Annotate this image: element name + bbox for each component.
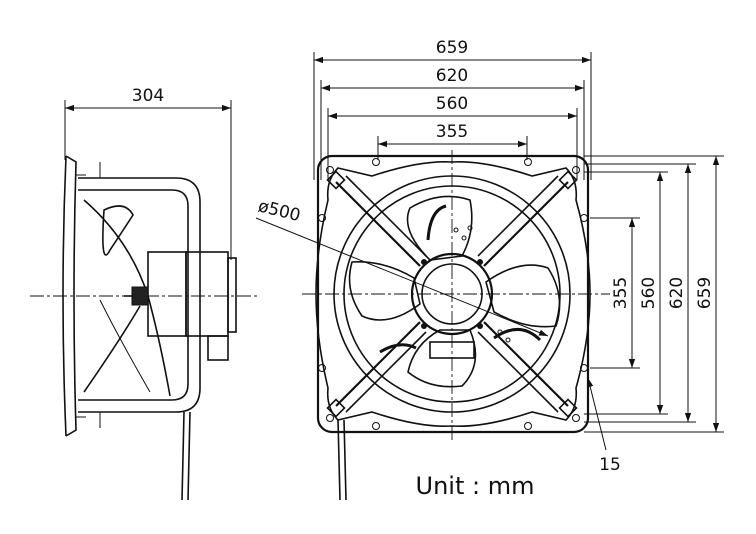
wire-left xyxy=(379,343,417,354)
blade-bottom xyxy=(407,329,477,388)
dimension-overall-width: 659 xyxy=(313,38,592,180)
mounting-holes xyxy=(318,158,588,430)
side-depth-label: 304 xyxy=(132,86,164,106)
motor-housing xyxy=(410,252,494,336)
dimension-height-560: 560 xyxy=(584,171,668,415)
side-cord xyxy=(181,411,185,501)
dimension-mount-width: 620 xyxy=(320,66,585,180)
front-frame-outer xyxy=(316,154,590,434)
overall-width-label: 659 xyxy=(436,38,468,58)
dimension-height-620: 620 xyxy=(584,163,696,423)
side-view: 304 xyxy=(30,86,258,501)
dimension-hole: 15 xyxy=(587,377,621,475)
fan-ring-inner xyxy=(343,185,561,403)
wire-right xyxy=(493,328,542,342)
dimension-height-659: 659 xyxy=(584,155,724,433)
fan-blades xyxy=(348,195,561,388)
blade-left xyxy=(348,261,421,321)
blade-right xyxy=(485,264,561,328)
height-560-label: 560 xyxy=(639,277,659,309)
unit-label: Unit : mm xyxy=(416,472,535,500)
side-blade-upper xyxy=(102,205,134,256)
blade-top xyxy=(406,195,473,261)
blade-diameter-label: ø500 xyxy=(256,196,302,226)
side-flange-outer xyxy=(62,155,67,437)
front-view: 659 620 560 355 355 xyxy=(255,38,724,501)
dimension-hub-width: 355 xyxy=(377,122,528,160)
side-motor-body xyxy=(185,251,229,337)
side-guard-frame xyxy=(78,177,201,413)
side-shaft-hub xyxy=(131,286,149,306)
dimension-blade-diameter: ø500 xyxy=(255,196,549,337)
front-venturi xyxy=(315,160,591,428)
side-motor-front xyxy=(147,251,187,337)
dimension-inner-width: 560 xyxy=(327,94,578,180)
height-659-label: 659 xyxy=(695,277,715,309)
hub-width-label: 355 xyxy=(436,122,468,142)
fan-ring-outer xyxy=(333,175,571,413)
motor-hub xyxy=(421,263,483,325)
terminal-box xyxy=(429,341,475,359)
side-flange xyxy=(65,155,77,437)
mount-width-label: 620 xyxy=(436,66,468,86)
dimension-height-355: 355 xyxy=(590,217,640,369)
hole-size-label: 15 xyxy=(599,455,621,475)
height-355-label: 355 xyxy=(611,277,631,309)
height-620-label: 620 xyxy=(667,277,687,309)
front-cord xyxy=(337,419,341,501)
dimension-side-depth: 304 xyxy=(64,86,232,260)
hole-tl-corner xyxy=(326,166,334,174)
inner-width-label: 560 xyxy=(436,94,468,114)
wire-top xyxy=(426,204,447,241)
